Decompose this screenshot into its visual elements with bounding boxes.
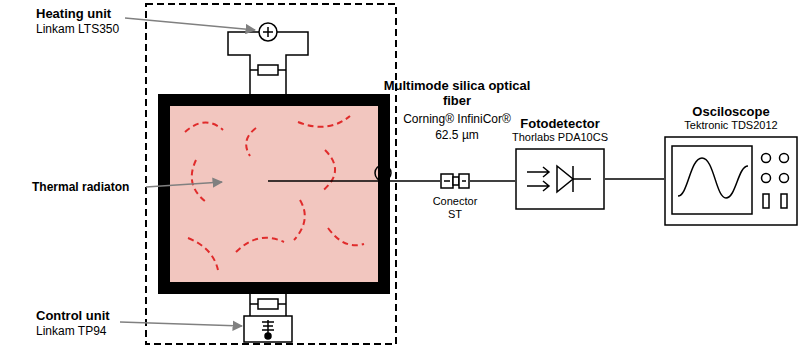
oscilloscope: OsciloscopeTektronic TDS2012 [660, 104, 802, 226]
photodetector-icon [515, 148, 605, 210]
node-title: Osciloscope [692, 104, 769, 119]
optical-fiber [268, 165, 440, 181]
enclosure-dashed [146, 4, 396, 344]
part-label: Heating unit [36, 6, 111, 21]
heating-circuit [228, 23, 308, 94]
photodetector-shape [515, 148, 605, 210]
oven [158, 94, 390, 294]
fiber-label: Multimode silica optical fiber [372, 78, 542, 108]
control-circuit [244, 294, 292, 342]
part-label: Thermal radiaton [32, 180, 129, 195]
fiber-model-label: Corning® InfiniCor® [372, 112, 542, 127]
node-model: Thorlabs PDA10CS [512, 131, 608, 144]
st-connector: Conector ST [425, 171, 485, 221]
st-connector-icon [440, 171, 470, 191]
st-connector-shape [440, 171, 470, 191]
oscilloscope-shape [664, 136, 798, 226]
thermal-radiation-curves [185, 116, 364, 270]
fiber-connection [470, 180, 515, 182]
model-label: Linkam LTS350 [36, 22, 119, 37]
node-title: Fotodetector [520, 116, 599, 131]
fiber-connection [605, 178, 664, 180]
model-label: Linkam TP94 [36, 324, 106, 339]
oscilloscope-icon [664, 136, 798, 226]
node-title: Conector ST [427, 195, 483, 221]
photodetector: FotodetectorThorlabs PDA10CS [500, 116, 620, 210]
node-model: Tektronic TDS2012 [684, 119, 777, 132]
part-label: Control unit [36, 308, 110, 323]
leader-arrows [120, 18, 255, 326]
